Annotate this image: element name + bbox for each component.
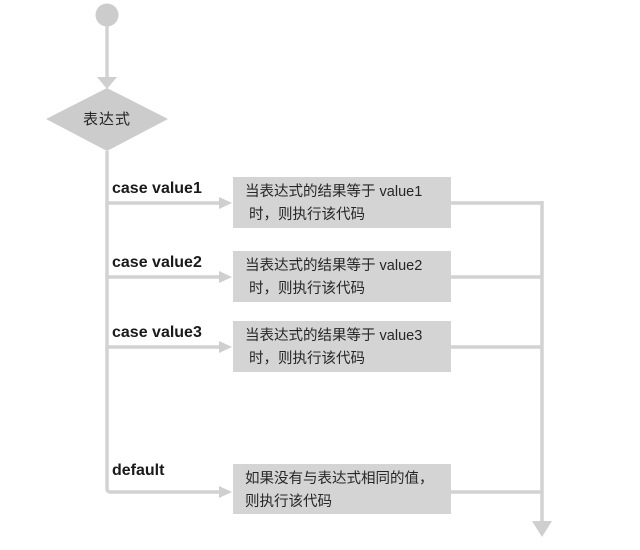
box-text-line: 如果没有与表达式相同的值， (245, 471, 434, 487)
box-text-line: 则执行该代码 (245, 494, 332, 510)
box-text-line: 当表达式的结果等于 value3 (245, 328, 423, 344)
box-text-line: 时，则执行该代码 (245, 351, 366, 367)
end-arrowhead-icon (532, 521, 552, 537)
trunk-connector-line (105, 151, 219, 494)
branch-label-default: default (112, 462, 165, 479)
arrowhead-into-box-default-icon (219, 486, 232, 498)
box-text-line: 当表达式的结果等于 value2 (245, 258, 423, 274)
branch-box-case-value2: 当表达式的结果等于 value2 时，则执行该代码 (233, 251, 451, 302)
box-text-line: 时，则执行该代码 (245, 281, 366, 297)
branch-label-case-value2: case value2 (112, 254, 202, 271)
branch-box-case-value3: 当表达式的结果等于 value3 时，则执行该代码 (233, 321, 451, 372)
branch-box-case-value1: 当表达式的结果等于 value1 时，则执行该代码 (233, 177, 451, 228)
branch-label-case-value1: case value1 (112, 180, 202, 197)
box-text-line: 当表达式的结果等于 value1 (245, 184, 423, 200)
start-node-circle (95, 3, 119, 27)
branch-label-case-value3: case value3 (112, 324, 202, 341)
arrowhead-into-box-case3-icon (219, 341, 232, 353)
box-text-line: 时，则执行该代码 (245, 207, 366, 223)
arrowhead-into-box-case1-icon (219, 197, 232, 209)
arrowhead-into-box-case2-icon (219, 271, 232, 283)
decision-diamond (46, 88, 168, 151)
branch-box-default: 如果没有与表达式相同的值， 则执行该代码 (233, 464, 451, 514)
decision-label: 表达式 (82, 111, 131, 128)
arrowhead-into-decision-icon (97, 77, 117, 89)
